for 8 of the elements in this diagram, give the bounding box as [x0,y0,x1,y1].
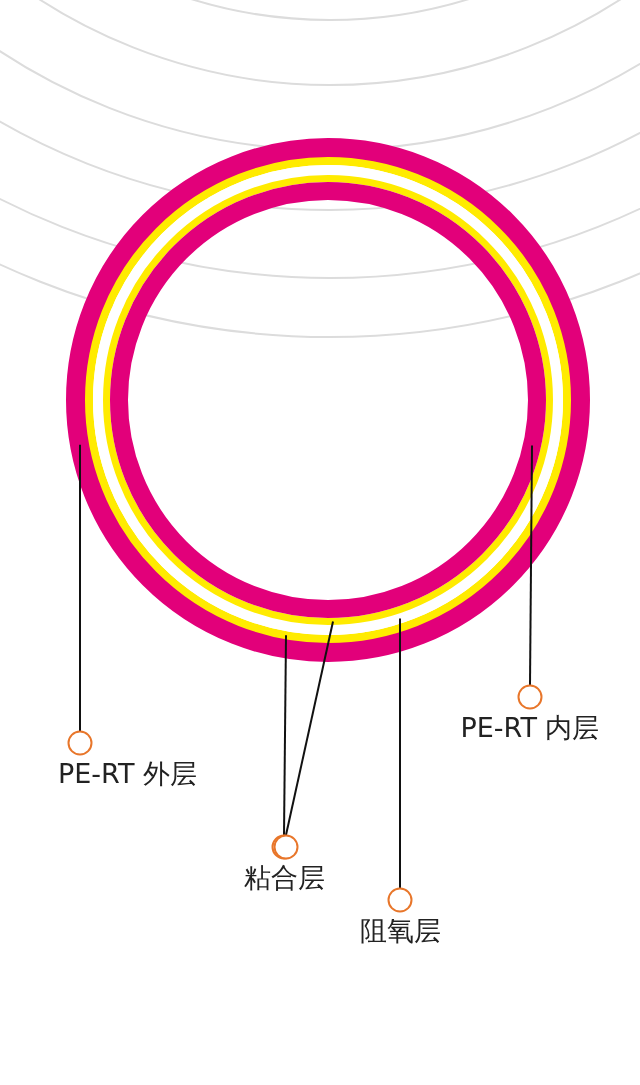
layer-label: PE-RT 内层 [460,712,600,744]
layer-label: PE-RT 外层 [58,758,197,790]
leader-line [387,617,413,913]
leader-line [67,443,93,756]
layer-label: 粘合层 [243,862,325,894]
layer-label: 阻氧层 [359,915,441,947]
leader-line [517,444,543,710]
leader-line [273,620,334,860]
